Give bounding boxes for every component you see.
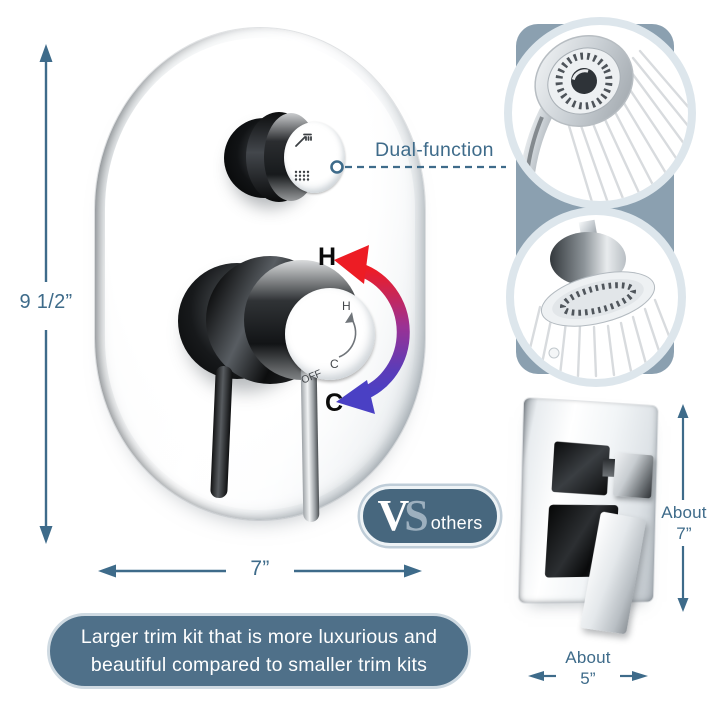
handheld-shower-head <box>534 35 634 127</box>
about-width-label: About 5” <box>557 647 619 689</box>
about-width-line1: About <box>565 648 611 667</box>
rain-shower-illustration <box>524 219 673 378</box>
about-height-line1: About <box>661 503 707 522</box>
face-cold-mark: C <box>330 357 339 371</box>
face-hot-mark: H <box>342 299 351 313</box>
square-trim-plate <box>518 397 658 635</box>
about-height-line2: 7” <box>676 524 692 543</box>
dual-function-label: Dual-function <box>375 139 494 161</box>
height-dimension-label: 9 1/2” <box>19 291 73 313</box>
rain-shower-icon <box>294 170 310 182</box>
square-diverter-knob <box>612 452 654 499</box>
hot-label: H <box>318 243 337 271</box>
rain-shower-face <box>540 271 656 327</box>
handheld-shower-handle <box>518 105 554 195</box>
square-diverter-base <box>551 441 610 496</box>
badge-s: S <box>404 491 429 540</box>
banner-line1: Larger trim kit that is more luxurious a… <box>80 626 438 648</box>
water-drip <box>548 347 560 359</box>
handheld-shower-inset <box>504 17 696 209</box>
about-width-line2: 5” <box>580 669 596 688</box>
cold-label: C <box>325 389 344 417</box>
lever-rod-front <box>300 363 320 523</box>
handheld-shower-illustration <box>518 35 688 201</box>
vs-others-badge: V S others <box>360 486 500 546</box>
badge-v: V <box>377 491 410 540</box>
info-banner: Larger trim kit that is more luxurious a… <box>47 613 471 689</box>
badge-others: others <box>430 512 483 533</box>
width-dimension-label: 7” <box>250 557 270 580</box>
handheld-shower-icon <box>295 133 312 147</box>
banner-line2: beautiful compared to smaller trim kits <box>90 654 428 676</box>
rain-shower-inset <box>506 207 686 387</box>
about-height-label: About 7” <box>654 502 714 544</box>
water-spray <box>524 298 673 378</box>
